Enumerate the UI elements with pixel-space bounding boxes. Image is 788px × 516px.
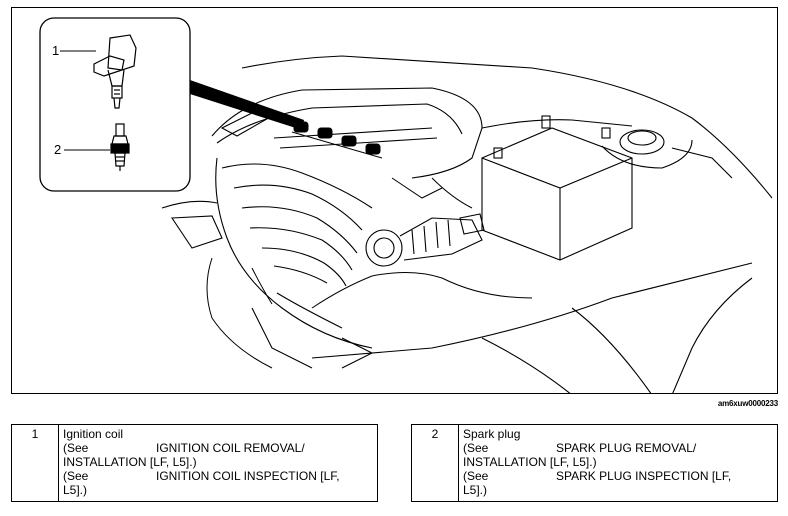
engine-illustration: 1 2: [11, 7, 778, 394]
see-label: (See: [463, 441, 489, 455]
legend-ref-line: (See SPARK PLUG REMOVAL/: [463, 441, 731, 455]
legend-number: 2: [412, 425, 459, 501]
callout-pointer: [190, 80, 304, 130]
legend-ref-line: (See IGNITION COIL REMOVAL/: [63, 441, 340, 455]
ignition-coil-icon: [93, 34, 137, 109]
callout-2: 2: [54, 142, 62, 157]
legend-ref-line: (See SPARK PLUG INSPECTION [LF,: [463, 469, 731, 483]
legend-item-name: Ignition coil: [63, 427, 124, 441]
engine-block: [161, 55, 773, 393]
engine-drawing: [39, 17, 773, 393]
ref-link-cont[interactable]: L5].): [63, 483, 88, 497]
coil-pack-icons: [291, 121, 383, 159]
figure-id: am6xuw0000233: [717, 399, 778, 408]
battery-icon: [481, 115, 633, 261]
reservoir-icon: [601, 129, 733, 179]
legend-number: 1: [12, 425, 59, 501]
spark-plug-icon: [110, 123, 130, 171]
legend-spark-plug: 2 Spark plug (See SPARK PLUG REMOVAL/ INS…: [411, 424, 778, 502]
see-label: (See: [63, 469, 89, 483]
ref-link-cont[interactable]: L5].): [463, 483, 488, 497]
legend-ref-line: (See IGNITION COIL INSPECTION [LF,: [63, 469, 340, 483]
see-label: (See: [63, 441, 89, 455]
legend-body: Spark plug (See SPARK PLUG REMOVAL/ INSTA…: [459, 425, 735, 501]
ref-link[interactable]: IGNITION COIL INSPECTION [LF,: [156, 469, 340, 483]
see-label: (See: [463, 469, 489, 483]
ref-link[interactable]: SPARK PLUG INSPECTION [LF,: [556, 469, 732, 483]
ref-link-cont[interactable]: INSTALLATION [LF, L5].): [63, 455, 197, 469]
ref-link-cont[interactable]: INSTALLATION [LF, L5].): [463, 455, 597, 469]
ref-link[interactable]: SPARK PLUG REMOVAL/: [556, 441, 697, 455]
ref-link[interactable]: IGNITION COIL REMOVAL/: [156, 441, 305, 455]
legend-item-name: Spark plug: [463, 427, 521, 441]
legend-body: Ignition coil (See IGNITION COIL REMOVAL/…: [59, 425, 344, 501]
callout-1: 1: [52, 43, 60, 58]
legend-ignition-coil: 1 Ignition coil (See IGNITION COIL REMOVA…: [11, 424, 378, 502]
